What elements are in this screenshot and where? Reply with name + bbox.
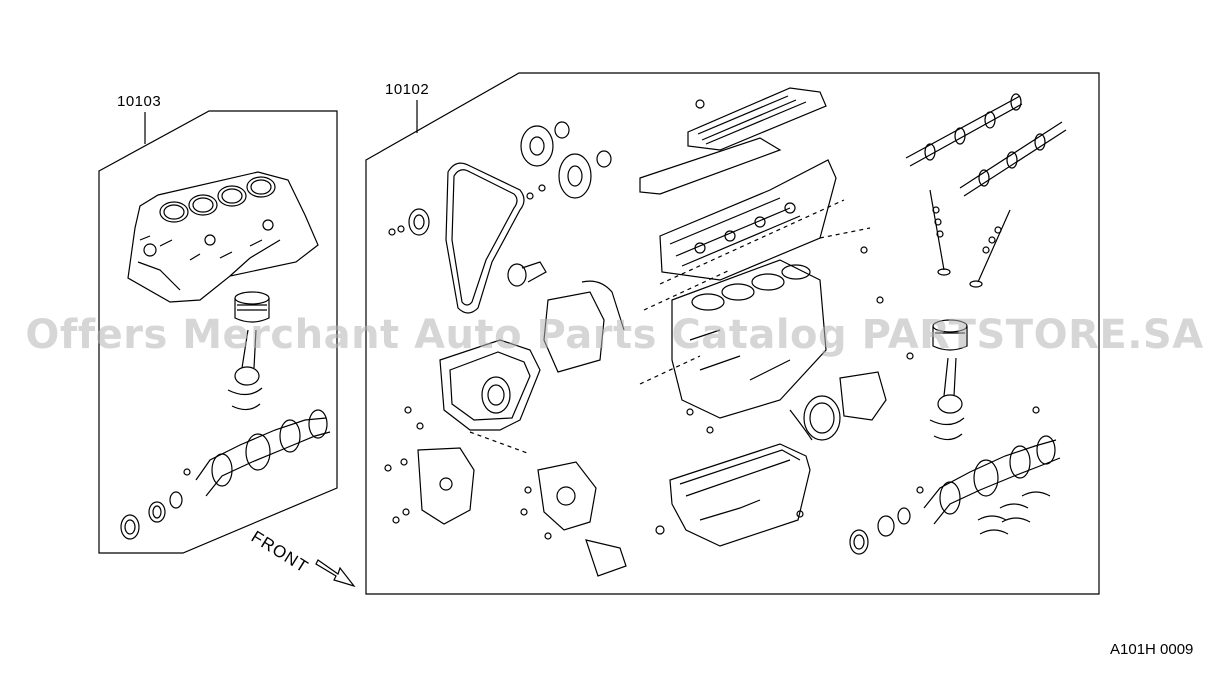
oil-pump (537, 461, 627, 577)
cylinder-head (659, 159, 837, 281)
front-arrow-icon (315, 559, 356, 588)
valves (929, 189, 1011, 288)
water-pump-cover (417, 447, 475, 525)
cylinder-block-short (127, 171, 319, 303)
seals-short (120, 491, 183, 540)
crankshaft-short (183, 409, 331, 497)
timing-belt (445, 162, 525, 314)
seals-long (849, 507, 911, 555)
timing-covers (439, 280, 625, 431)
crankshaft-long (923, 435, 1061, 525)
tensioner-pulley (388, 208, 430, 236)
connecting-rod-short (227, 329, 263, 411)
watermark-text: Offers Merchant Auto Parts Catalog PARTS… (25, 312, 1204, 358)
dashed-leaders (469, 199, 871, 455)
oil-pan (669, 443, 811, 547)
cylinder-block-long (671, 259, 827, 419)
long-block-frame (365, 72, 1100, 595)
piston-short (234, 291, 270, 323)
small-fasteners (384, 184, 1040, 540)
camshafts (905, 93, 1067, 197)
idler-pulley (507, 261, 547, 287)
bearings-long (977, 491, 1051, 535)
part-number-label[interactable]: 10103 (117, 93, 162, 110)
piston-long (929, 319, 968, 441)
camshaft-sprockets (520, 121, 612, 199)
rocker-cover (639, 87, 827, 195)
short-block-frame (98, 110, 338, 554)
drawing-code: A101H 0009 (1110, 641, 1194, 658)
part-number-label[interactable]: 10102 (385, 81, 430, 98)
rear-oil-seal-retainer (789, 371, 887, 441)
